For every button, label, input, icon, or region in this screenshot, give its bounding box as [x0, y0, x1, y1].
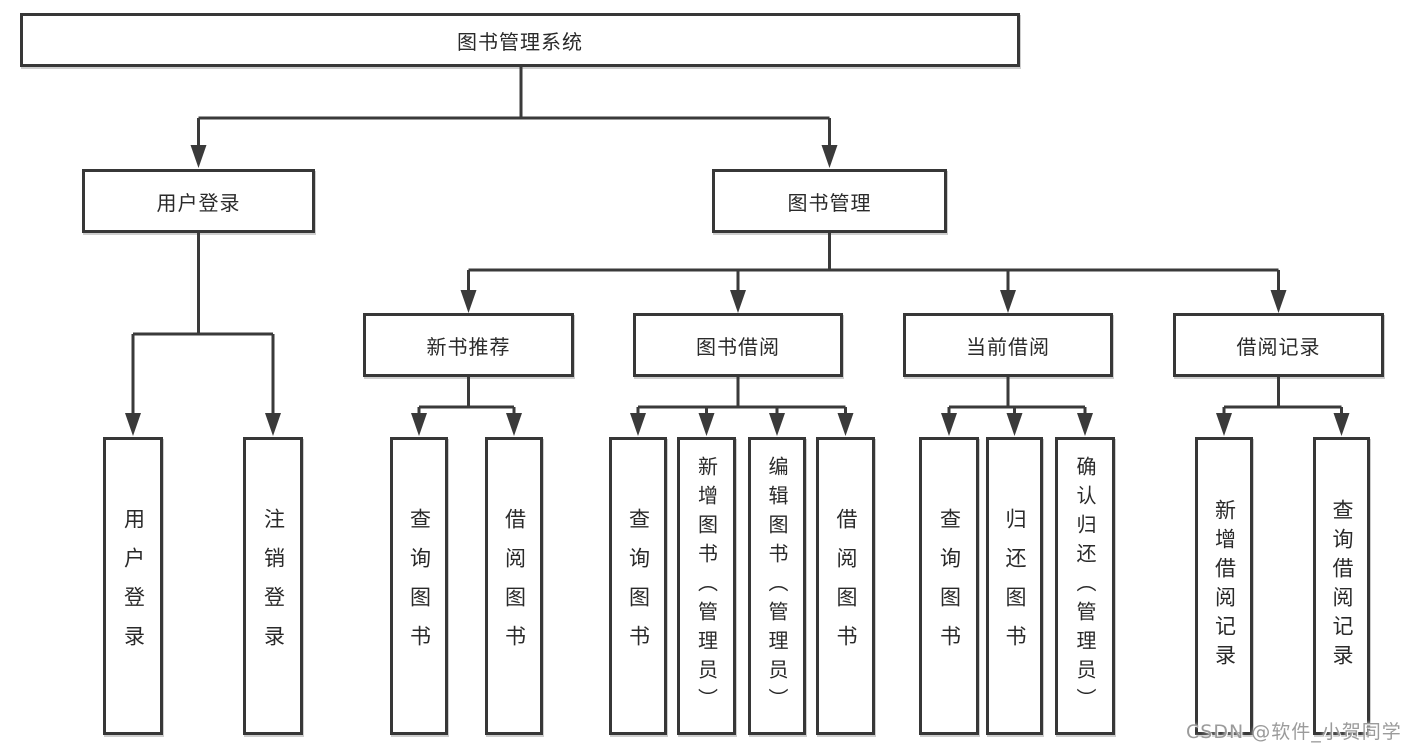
leaf-confirm-return-admin: 确认归还（管理员）	[1055, 437, 1115, 735]
leaf-borrow-books-1: 借阅图书	[485, 437, 543, 735]
leaf-add-book-admin: 新增图书（管理员）	[677, 437, 736, 735]
node-user-login: 用户登录	[82, 169, 315, 233]
node-current-borrowing: 当前借阅	[903, 313, 1113, 377]
leaf-edit-book-admin: 编辑图书（管理员）	[748, 437, 806, 735]
leaf-borrow-books-1-label: 借阅图书	[502, 508, 527, 664]
leaf-query-borrow-record-label: 查询借阅记录	[1330, 499, 1354, 673]
node-new-book-recommendation-label: 新书推荐	[426, 334, 511, 359]
node-library-system: 图书管理系统	[20, 13, 1020, 67]
node-book-borrowing: 图书借阅	[633, 313, 843, 377]
node-current-borrowing-label: 当前借阅	[966, 334, 1050, 359]
node-library-system-label: 图书管理系统	[457, 29, 583, 54]
leaf-add-borrow-record: 新增借阅记录	[1195, 437, 1253, 735]
leaf-return-books: 归还图书	[986, 437, 1043, 735]
csdn-watermark: CSDN @软件_小贺同学	[1186, 721, 1402, 743]
leaf-borrow-books-2: 借阅图书	[816, 437, 875, 735]
arrowheads	[125, 145, 1350, 436]
leaf-return-books-label: 归还图书	[1003, 508, 1027, 664]
leaf-add-book-admin-label: 新增图书（管理员）	[694, 455, 719, 717]
leaf-edit-book-admin-label: 编辑图书（管理员）	[765, 455, 789, 717]
leaf-add-borrow-record-label: 新增借阅记录	[1212, 499, 1237, 673]
leaf-confirm-return-admin-label: 确认归还（管理员）	[1073, 455, 1097, 717]
node-borrowing-records-label: 借阅记录	[1236, 334, 1321, 359]
leaf-query-books-2: 查询图书	[609, 437, 667, 735]
node-book-management-label: 图书管理	[787, 190, 872, 215]
leaf-query-books-2-label: 查询图书	[626, 508, 651, 664]
leaf-query-books-3: 查询图书	[919, 437, 979, 735]
leaf-user-login: 用户登录	[103, 437, 163, 735]
leaf-borrow-books-2-label: 借阅图书	[834, 508, 858, 664]
node-book-management: 图书管理	[712, 169, 947, 233]
node-new-book-recommendation: 新书推荐	[363, 313, 574, 377]
leaf-logout-label: 注销登录	[261, 508, 286, 664]
node-borrowing-records: 借阅记录	[1173, 313, 1384, 377]
node-book-borrowing-label: 图书借阅	[696, 334, 780, 359]
leaf-user-login-label: 用户登录	[121, 508, 146, 664]
leaf-logout: 注销登录	[243, 437, 303, 735]
leaf-query-borrow-record: 查询借阅记录	[1313, 437, 1370, 735]
leaf-query-books-1: 查询图书	[390, 437, 448, 735]
leaf-query-books-3-label: 查询图书	[937, 508, 962, 664]
node-user-login-label: 用户登录	[156, 190, 241, 215]
leaf-query-books-1-label: 查询图书	[407, 508, 432, 664]
